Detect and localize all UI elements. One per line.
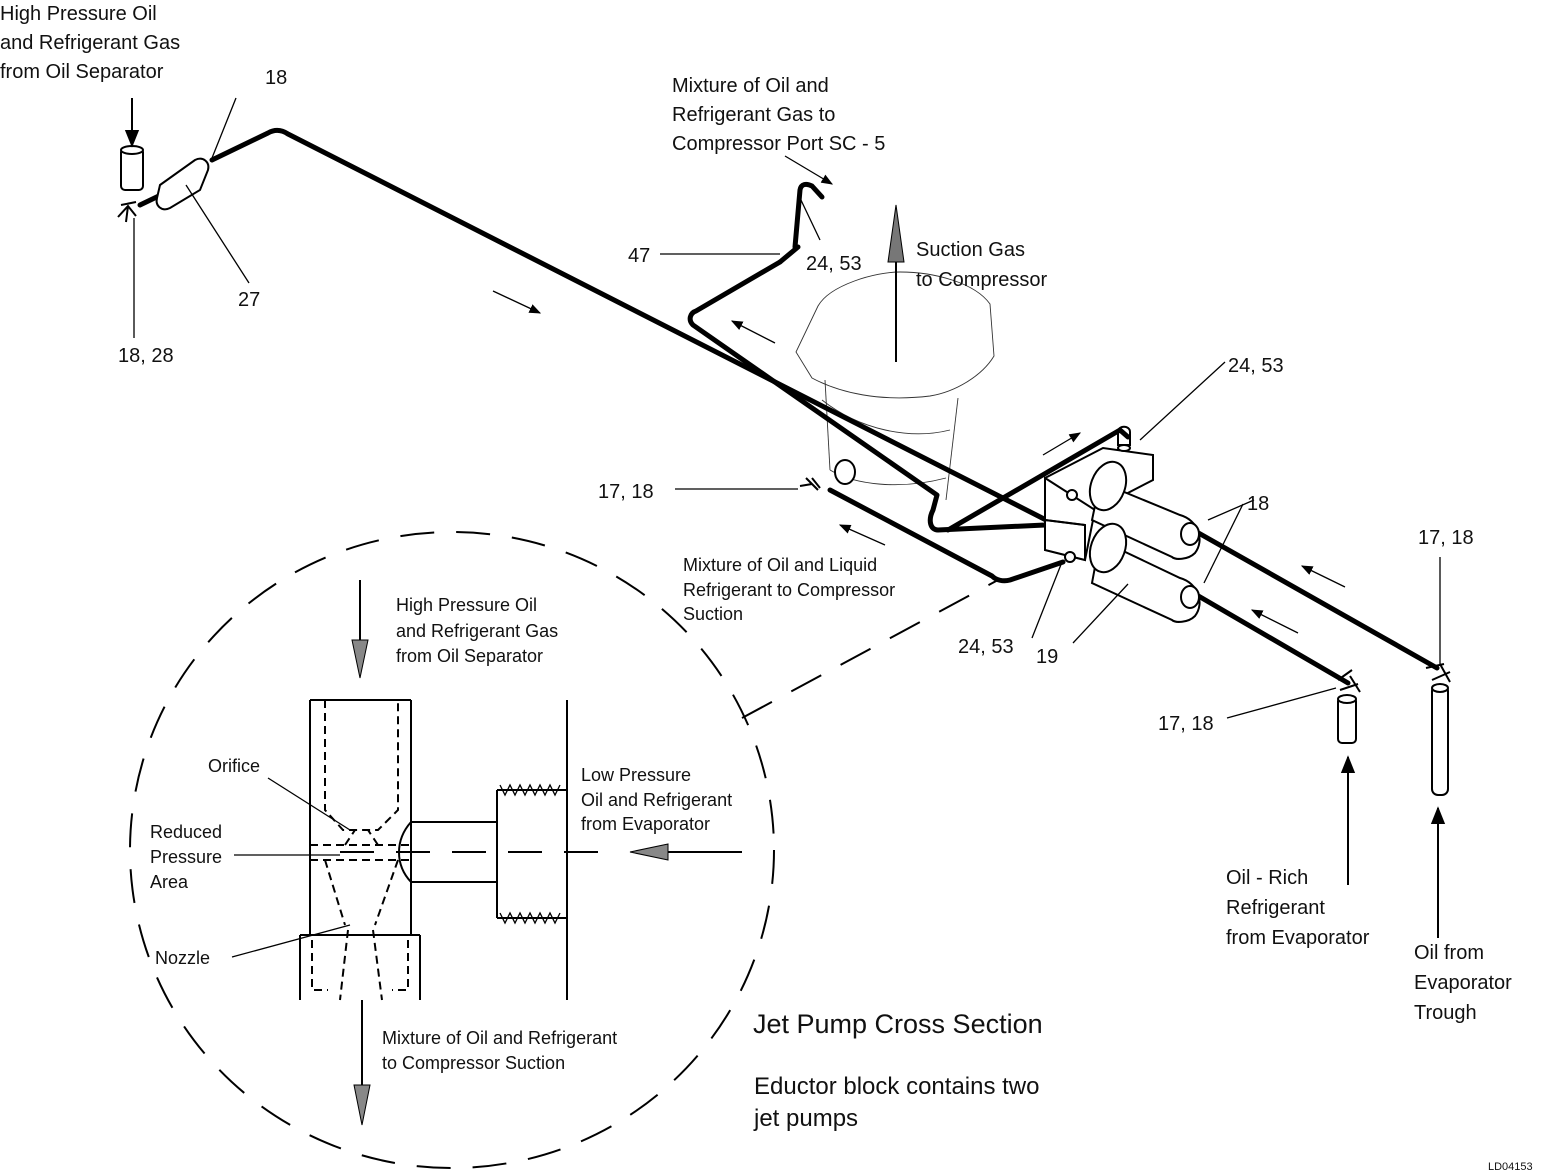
callout-18-top: 18 <box>265 67 287 89</box>
callout-24-53-top: 24, 53 <box>806 253 862 275</box>
label-mixture-liquid: Mixture of Oil and Liquid Refrigerant to… <box>683 555 900 624</box>
callout-18-28: 18, 28 <box>118 345 174 367</box>
label-oil-trough: Oil from Evaporator Trough <box>1414 942 1517 1024</box>
callout-19: 19 <box>1036 646 1058 668</box>
label-hp-source: High Pressure Oil and Refrigerant Gas fr… <box>0 3 186 83</box>
jet-pump-cross-section <box>231 580 742 1126</box>
callout-24-53-right: 24, 53 <box>1228 355 1284 377</box>
callout-27: 27 <box>238 289 260 311</box>
text-labels: High Pressure Oil and Refrigerant Gas fr… <box>0 3 1533 1171</box>
callout-18-block: 18 <box>1247 493 1269 515</box>
figure-id: LD04153 <box>1488 1161 1533 1171</box>
label-suction-gas: Suction Gas to Compressor <box>916 239 1047 291</box>
eductor-block <box>1044 425 1201 623</box>
liquid-return-line <box>827 487 1066 584</box>
label-low-pressure: Low Pressure Oil and Refrigerant from Ev… <box>581 765 737 834</box>
label-oil-rich: Oil - Rich Refrigerant from Evaporator <box>1226 867 1370 949</box>
leader-lines <box>133 97 1441 719</box>
inset-title: Jet Pump Cross Section <box>753 1009 1043 1039</box>
label-nozzle: Nozzle <box>155 948 210 968</box>
strainer-assembly <box>117 145 210 223</box>
callout-47: 47 <box>628 245 650 267</box>
high-pressure-line <box>209 128 1053 525</box>
main-piping <box>209 128 1440 686</box>
callout-17-18-mid: 17, 18 <box>598 481 654 503</box>
callout-17-18-right: 17, 18 <box>1418 527 1474 549</box>
label-mixture-gas: Mixture of Oil and Refrigerant Gas to Co… <box>672 75 885 155</box>
label-reduced-pressure: Reduced Pressure Area <box>150 822 227 892</box>
callout-24-53-bottom: 24, 53 <box>958 636 1014 658</box>
fitting-mid <box>799 459 856 491</box>
evaporator-fittings <box>1337 663 1451 796</box>
label-inset-mixture: Mixture of Oil and Refrigerant to Compre… <box>382 1028 622 1073</box>
callout-17-18-bottom: 17, 18 <box>1158 713 1214 735</box>
label-inset-hp: High Pressure Oil and Refrigerant Gas fr… <box>396 595 563 666</box>
label-orifice: Orifice <box>208 756 260 776</box>
inset-outline <box>129 531 999 1169</box>
strainer-27 <box>155 157 210 211</box>
gas-return-line <box>687 259 1068 533</box>
flow-arrows <box>124 98 1446 938</box>
evaporator-line-lower <box>1192 591 1351 686</box>
inset-note: Eductor block contains two jet pumps <box>753 1073 1046 1132</box>
evaporator-line-upper <box>1192 528 1440 671</box>
